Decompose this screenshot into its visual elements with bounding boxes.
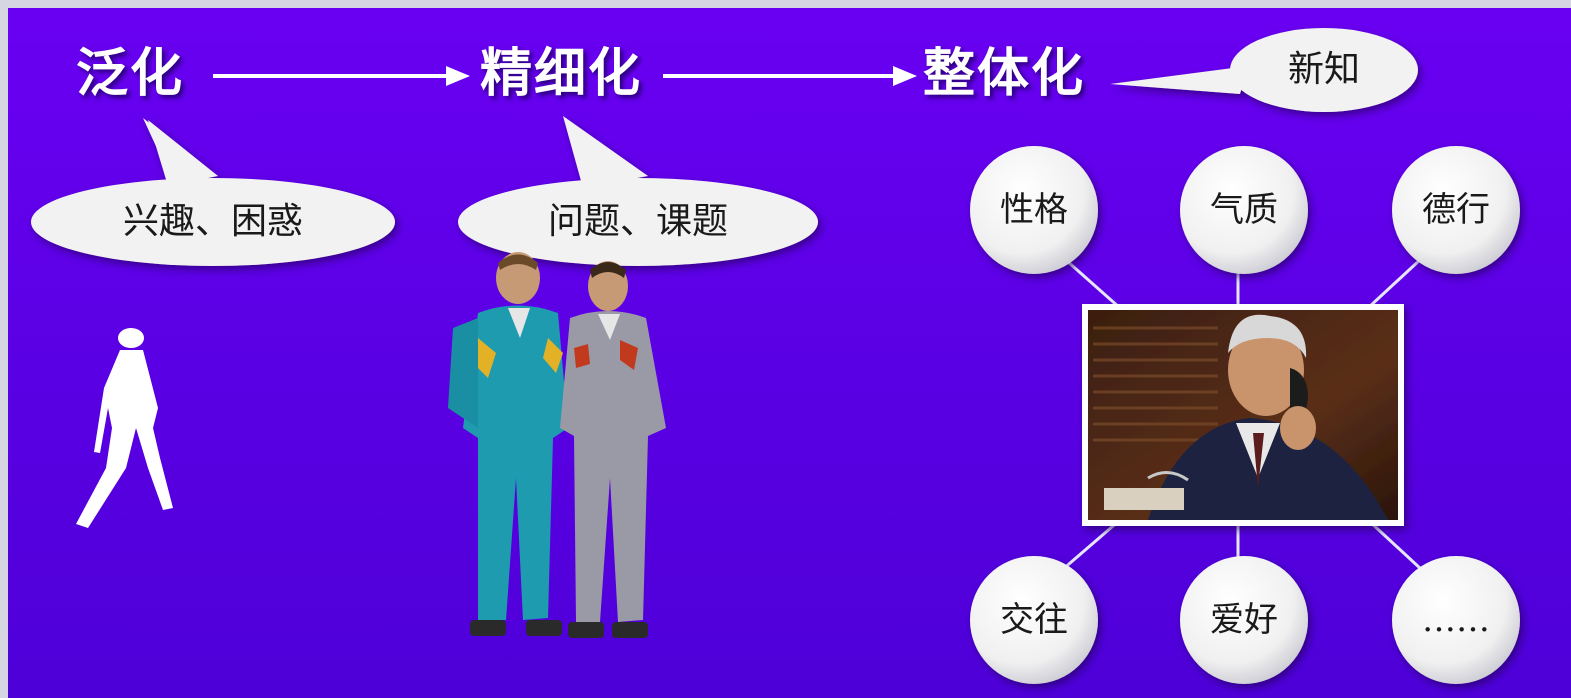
workers-illustration (448, 252, 666, 638)
bubble-new-knowledge (1110, 28, 1418, 112)
stage-label-fanhua: 泛化 (76, 44, 185, 104)
walking-person-icon (76, 328, 173, 528)
arrow-jingxihua-to-zhengtihua (663, 66, 917, 86)
node-label-qizhi: 气质 (1210, 190, 1278, 230)
bubble-text-interest-confusion: 兴趣、困惑 (122, 201, 303, 242)
node-circles (970, 146, 1520, 684)
arrow-fanhua-to-jingxihua (213, 66, 470, 86)
node-label-aihao: 爱好 (1210, 600, 1278, 640)
stage-label-jingxihua: 精细化 (480, 44, 643, 104)
slide-canvas: 泛化 精细化 整体化 兴趣、困惑 问题、课题 新知 性格 气质 德行 交往 爱好… (8, 8, 1571, 698)
node-label-jiaowang: 交往 (1000, 600, 1068, 640)
node-label-xingge: 性格 (1000, 190, 1068, 230)
bubble-text-new-knowledge: 新知 (1287, 49, 1360, 90)
node-label-dexing: 德行 (1422, 190, 1490, 230)
bubble-problem-topic (458, 116, 818, 266)
node-label-more: …… (1422, 600, 1490, 640)
stage-label-zhengtihua: 整体化 (923, 44, 1086, 104)
bubble-interest-confusion (31, 118, 395, 266)
bubble-text-problem-topic: 问题、课题 (547, 201, 728, 242)
diagram-graphics (31, 28, 1520, 684)
businessman-photo (1082, 304, 1404, 526)
